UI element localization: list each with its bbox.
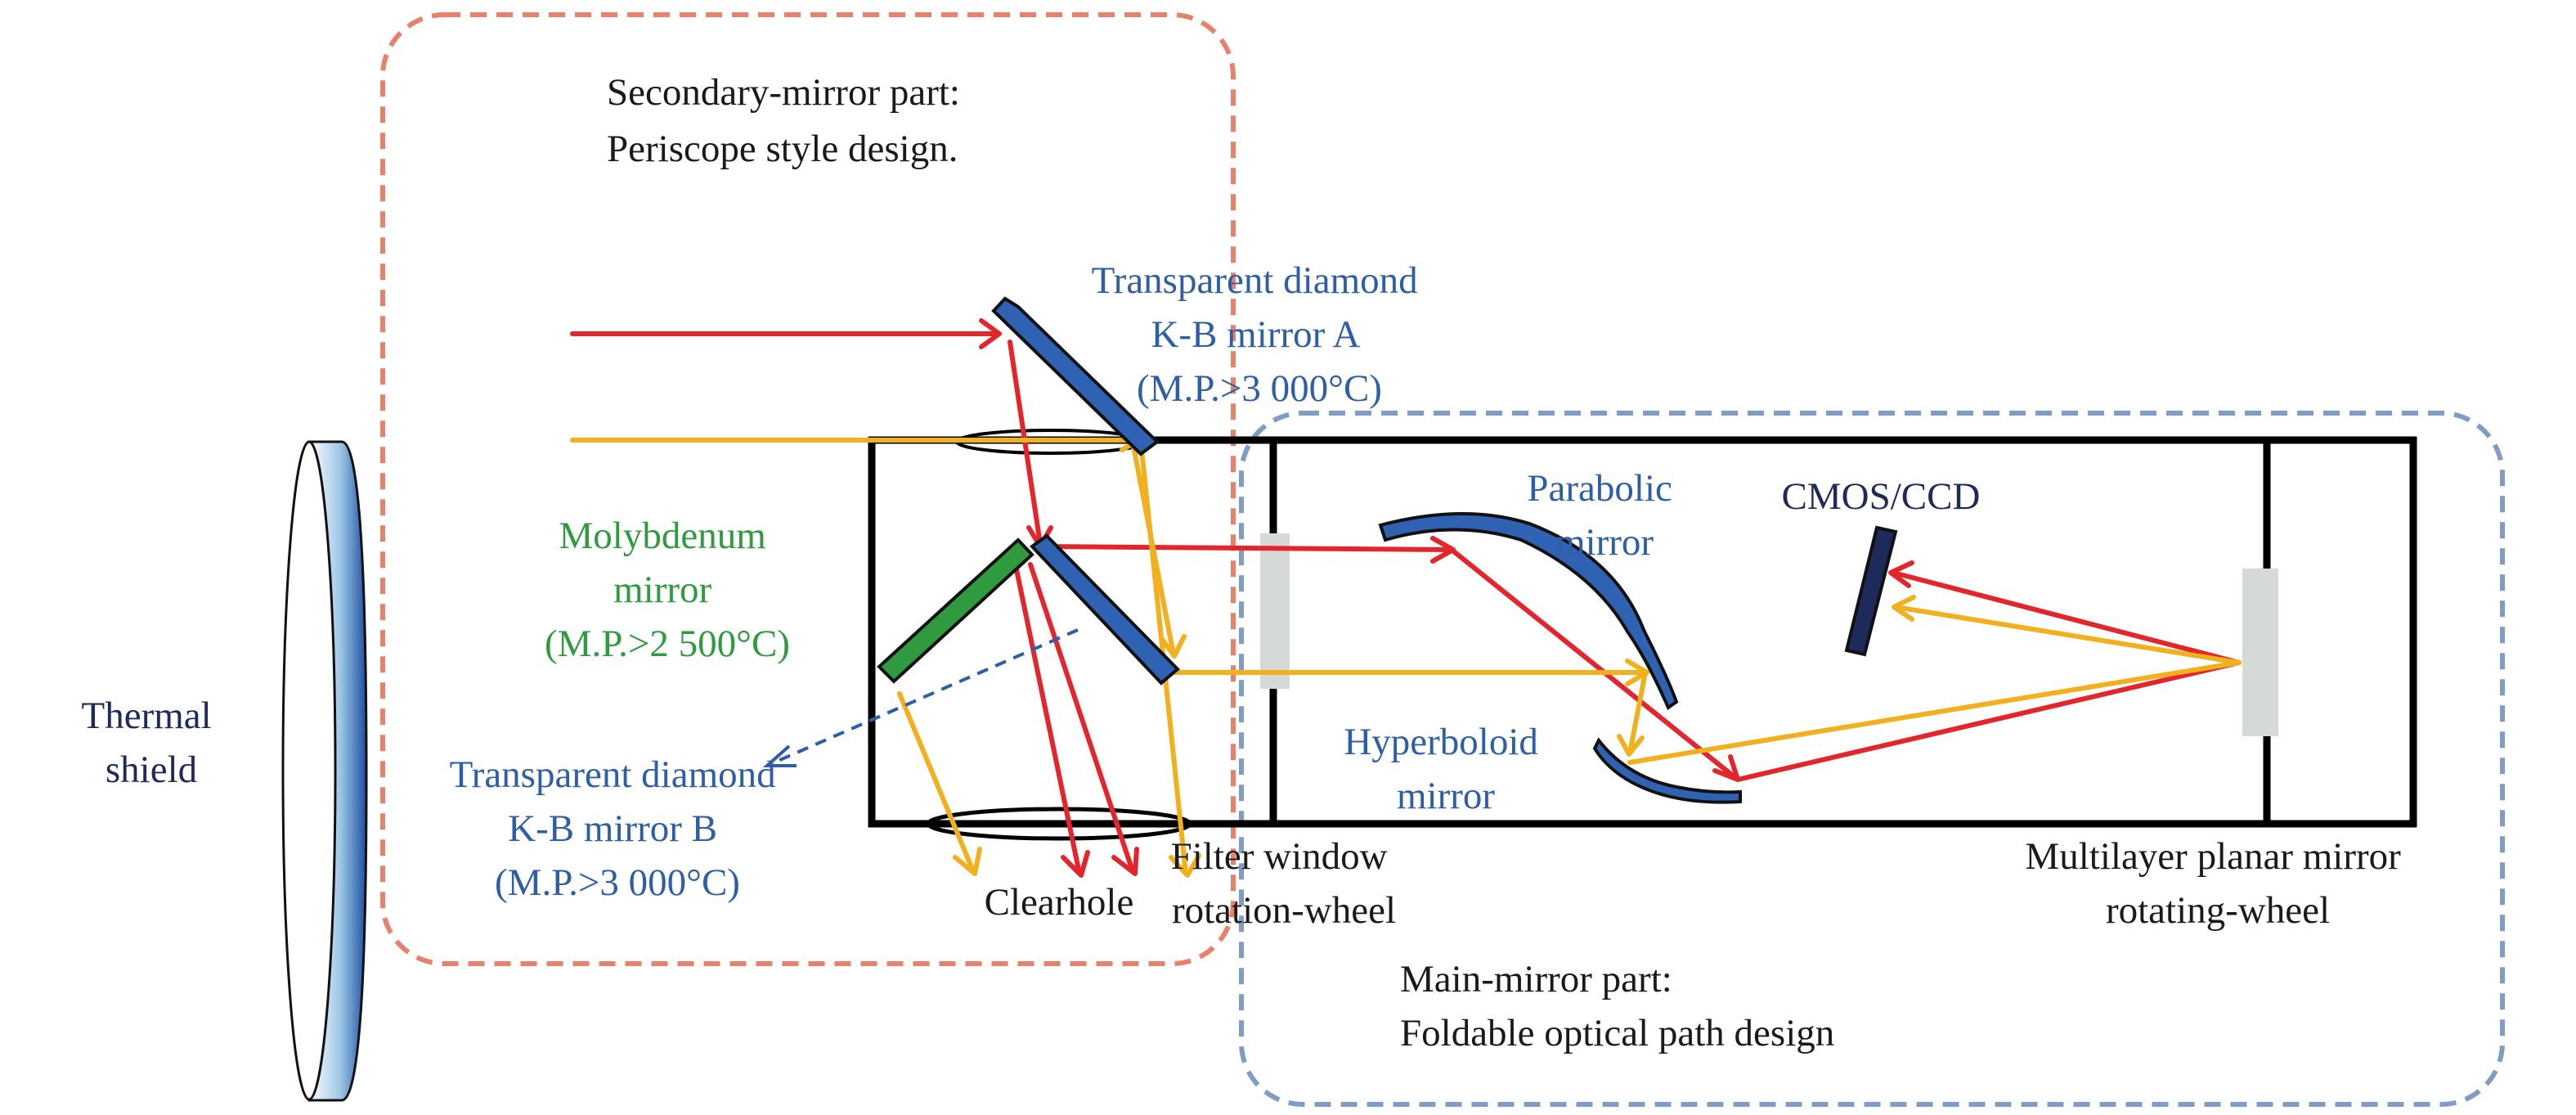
parabolic-label: Parabolic mirror: [1527, 467, 1681, 564]
multilayer-label: Multilayer planar mirror rotating-wheel: [2025, 835, 2410, 932]
molybdenum-label: Molybdenum mirror (M.P.>2 500°C): [545, 515, 790, 665]
kb-mirror-b-label: Transparent diamond K-B mirror B (M.P.>3…: [450, 753, 786, 904]
multilayer-planar-mirror: [2242, 569, 2278, 736]
thermal-shield: [281, 440, 368, 1102]
clearhole-label: Clearhole: [985, 881, 1134, 924]
thermal-shield-label: Thermal shield: [82, 695, 222, 791]
kb-mirror-b: [1029, 533, 1180, 686]
secondary-part-label: Secondary-mirror part: Periscope style d…: [607, 71, 970, 170]
kb-mirror-a-label: Transparent diamond K-B mirror A (M.P.>3…: [1092, 259, 1428, 410]
clearhole-lens: [926, 807, 1192, 841]
main-mirror-region: [1239, 411, 2505, 1107]
hyperboloid-label: Hyperboloid mirror: [1344, 721, 1547, 817]
main-part-label: Main-mirror part: Foldable optical path …: [1400, 958, 1834, 1054]
instrument-frame: [868, 436, 2417, 828]
secondary-mirror-region: [380, 12, 1236, 966]
red-rays: [570, 318, 2242, 878]
molybdenum-mirror: [877, 537, 1034, 684]
filter-window-label: Filter window rotation-wheel: [1171, 835, 1398, 932]
mirror-b-pointer: [768, 628, 1079, 767]
kb-mirror-a: [991, 296, 1160, 456]
parabolic-mirror: [1378, 512, 1679, 711]
filter-window: [1260, 533, 1290, 689]
mirror-b-pointer-arrowhead: [762, 744, 797, 767]
cmos-ccd-label: CMOS/CCD: [1782, 475, 1981, 518]
cmos-ccd-detector: [1844, 525, 1898, 657]
hyperboloid-mirror: [1592, 737, 1742, 804]
